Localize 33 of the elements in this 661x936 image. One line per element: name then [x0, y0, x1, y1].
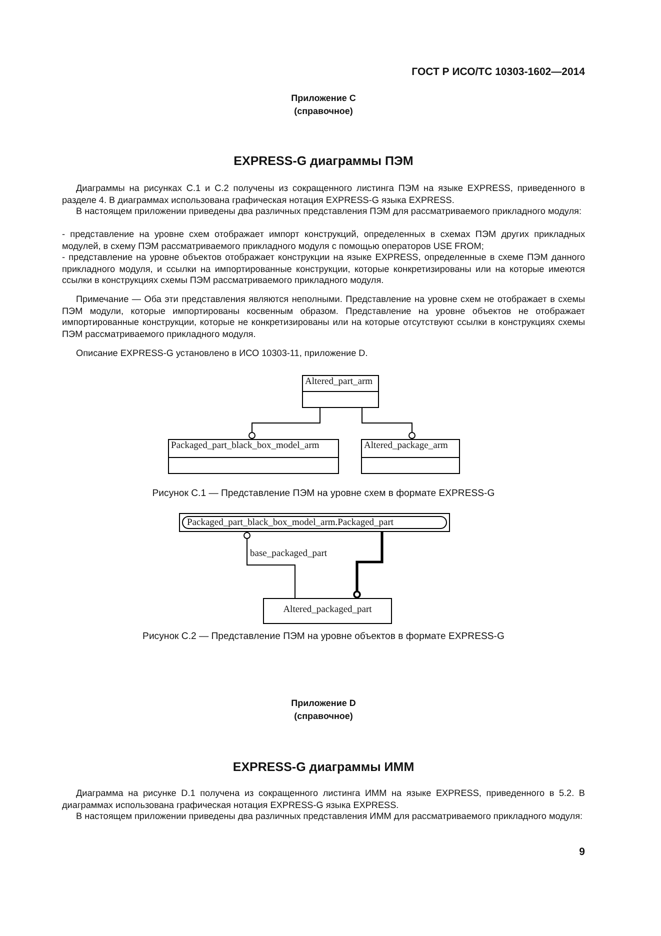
- entity-name: Altered_package_arm: [364, 441, 448, 451]
- document-number: ГОСТ Р ИСО/ТС 10303-1602—2014: [410, 66, 585, 78]
- annex-subheading: (справочное): [293, 106, 354, 116]
- edge-label: base_packaged_part: [249, 549, 328, 559]
- entity-name: Packaged_part_black_box_model_arm.Packaged_part: [182, 516, 447, 529]
- relationship-line: [362, 408, 416, 440]
- paragraph: Описание EXPRESS-G установлено в ИСО 10303-11, приложение D.: [75, 348, 369, 360]
- paragraph: В настоящем приложении приведены два различных представления ИММ для рассматриваемого прикладного модуля:: [75, 811, 584, 823]
- section-title: EXPRESS-G диаграммы ИММ: [232, 760, 416, 774]
- note: Примечание — Оба эти представления являются неполными. Представление на уровне схем не отображает в схемы ПЭМ модули, которые импортированы косвенным образом. Представление на уровне объектов не отображает импортированные конструкции, которые не конкретизированы или на которые отсутствуют ссылки в конструкциях схемы ПЭМ рассматриваемого прикладного модуля.: [62, 294, 585, 340]
- page-number: 9: [578, 846, 585, 858]
- paragraph: Диаграмма на рисунке D.1 получена из сокращенного листинга ИММ на языке EXPRESS, приведенного в 5.2. В диаграммах использована графическая нотация EXPRESS-G языка EXPRESS.: [62, 788, 585, 812]
- figure-caption: Рисунок С.1 — Представление ПЭМ на уровне схем в формате EXPRESS-G: [151, 488, 496, 499]
- relationship-line: [244, 532, 296, 598]
- section-title: EXPRESS-G диаграммы ПЭМ: [232, 154, 414, 168]
- entity-name: Altered_part_arm: [305, 377, 373, 387]
- annex-heading: Приложение С: [290, 93, 357, 103]
- figure-caption: Рисунок С.2 — Представление ПЭМ на уровне объектов в формате EXPRESS-G: [142, 631, 506, 642]
- relationship-line: [353, 532, 384, 598]
- relationship-line: [248, 408, 320, 440]
- annex-subheading: (справочное): [293, 711, 354, 721]
- entity-box: [179, 513, 450, 532]
- list-item: - представление на уровне объектов отображает конструкции на языке EXPRESS, определенные в схеме ПЭМ данного прикладного модуля, и ссылки на импортированные конструкции, которые конкретизированы или на которые имеются ссылки в конструкциях схемы ПЭМ рассматриваемого прикладного модуля.: [62, 252, 585, 287]
- annex-heading: Приложение D: [290, 698, 357, 708]
- entity-name: Altered_packaged_part: [282, 605, 373, 615]
- entity-box: [361, 439, 460, 474]
- paragraph: Диаграммы на рисунках С.1 и С.2 получены из сокращенного листинга ПЭМ на языке EXPRESS, приведенного в разделе 4. В диаграммах использована графическая нотация EXPRESS-G языка EXPRESS.: [62, 183, 585, 206]
- list-item: - представление на уровне схем отображает импорт конструкций, определенных в схемах ПЭМ других прикладных модулей, в схему ПЭМ рассматриваемого прикладного модуля с помощью операторов USE FROM;: [62, 229, 585, 252]
- entity-box: [302, 375, 379, 408]
- paragraph: В настоящем приложении приведены два различных представления ПЭМ для рассматриваемого прикладного модуля:: [75, 206, 582, 218]
- entity-box: [168, 439, 339, 474]
- entity-box: [263, 598, 392, 624]
- entity-name: Packaged_part_black_box_model_arm: [171, 441, 320, 451]
